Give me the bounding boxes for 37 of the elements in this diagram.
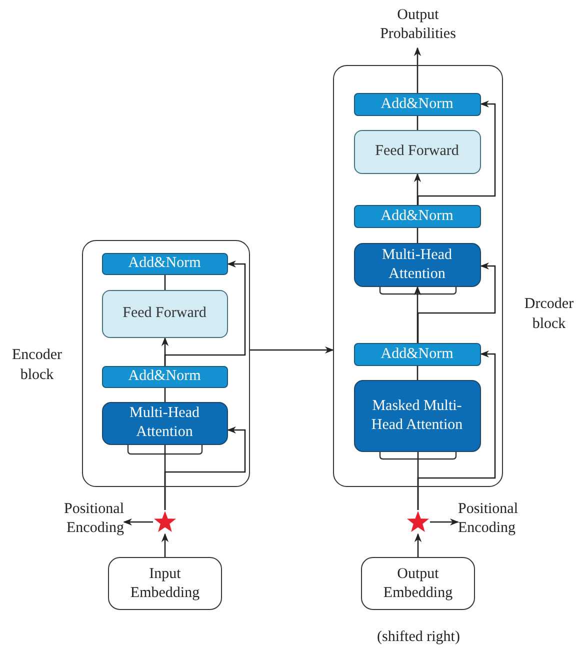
add-norm-box: Add&Norm [102,252,228,274]
arrow [250,346,334,354]
arrow [123,518,153,526]
feed-forward-box: Feed Forward [102,290,228,338]
encoding-label: Positional Encoding [458,500,548,542]
add-norm-box: Add&Norm [102,366,228,388]
output-label: Output Probabilities [363,6,473,48]
attention-box: Multi-Head Attention [354,242,480,286]
arrow [417,262,496,343]
note-text: (shifted right) [376,628,461,647]
arrow [414,286,422,343]
add-norm-box: Add&Norm [354,204,480,228]
block-label: Encoder block [11,346,63,385]
feed-forward-box: Feed Forward [354,130,480,174]
encoding-label: Positional Encoding [6,500,124,542]
block-label: Drcoder block [523,295,575,334]
arrow [414,47,422,93]
arrow [161,533,169,557]
connector-line [164,275,166,290]
attention-box: Masked Multi-Head Attention [354,380,480,452]
arrow [414,173,422,205]
star-icon [406,510,430,534]
arrow [417,350,496,510]
embedding-box: Input Embedding [108,557,222,610]
connector-line [416,116,418,130]
connector-line [164,388,166,402]
arrow [430,518,459,526]
arrow [417,100,496,205]
add-norm-box: Add&Norm [354,342,480,366]
arrow [414,533,422,557]
arrow [164,426,246,510]
add-norm-box: Add&Norm [354,92,480,116]
attention-box: Multi-Head Attention [102,402,228,444]
connector-line [416,228,418,243]
connector-line [416,366,418,380]
arrow [164,260,246,366]
star-icon [153,510,177,534]
